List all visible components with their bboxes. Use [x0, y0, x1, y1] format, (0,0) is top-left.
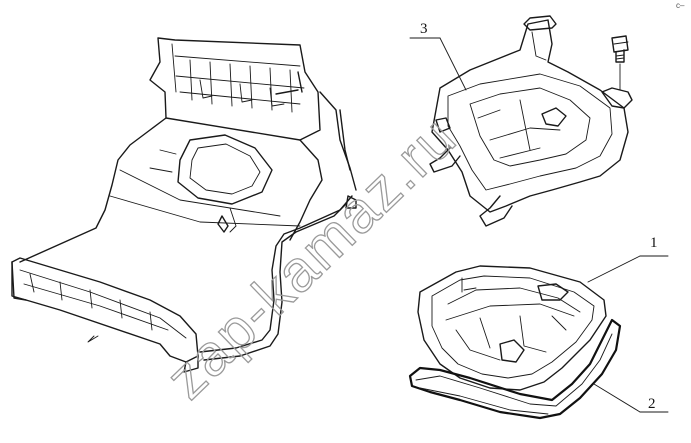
callout-3: 3 — [420, 21, 428, 37]
leader-lines — [409, 37, 669, 413]
corner-mark: c– — [676, 1, 685, 10]
vehicle-floor-assembly — [11, 37, 357, 373]
part-1-tray — [417, 265, 607, 391]
part-3-mounting-bracket — [429, 15, 633, 227]
callout-2: 2 — [648, 396, 656, 412]
watermark-text: zap-kamaz.ru — [154, 104, 469, 411]
callout-1: 1 — [650, 235, 658, 251]
part-2-gasket — [408, 318, 622, 420]
